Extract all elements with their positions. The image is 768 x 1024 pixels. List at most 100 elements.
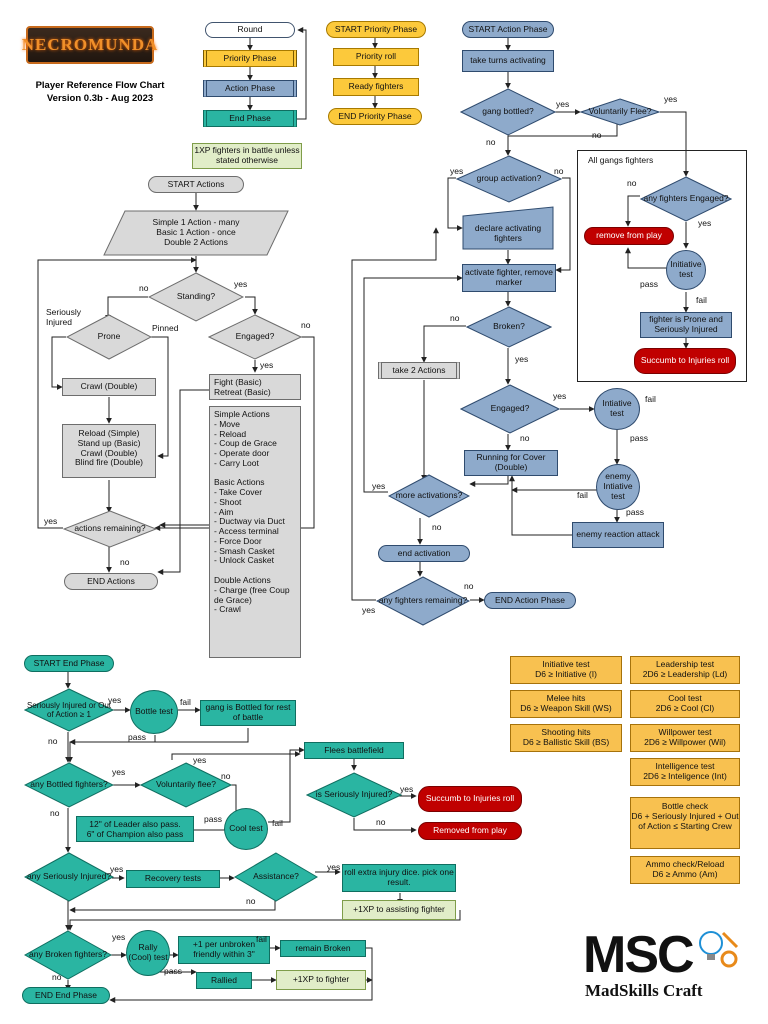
standing-decision: Standing? [148, 272, 244, 322]
action-list: Simple Actions - Move - Reload - Coup de… [209, 406, 301, 658]
label-flee-yes: yes [664, 94, 678, 104]
any-fighters-engaged-decision: any fighters Engaged? [640, 176, 732, 222]
label-init-pass: pass [630, 433, 648, 443]
enemy-initiative-test-circle: enemy Intiative test [596, 464, 640, 510]
start-actions: START Actions [148, 176, 244, 193]
any-bottled-decision: any Bottled fighters? [24, 762, 114, 808]
assistance-decision: Assistance? [234, 852, 318, 902]
label-cool-fail: fail [272, 818, 283, 828]
label-gangs-engaged-yes: yes [698, 218, 712, 228]
xp-assisting-fighter: +1XP to assisting fighter [342, 900, 456, 920]
label-more-yes: yes [372, 481, 386, 491]
start-action-phase: START Action Phase [462, 21, 554, 38]
action-allowance: Simple 1 Action - many Basic 1 Action - … [103, 210, 289, 256]
label-remaining-yes: yes [44, 516, 58, 526]
label-broken-end-yes: yes [112, 932, 126, 942]
label-broken-end-no: no [52, 972, 62, 982]
end-activation: end activation [378, 545, 470, 562]
label-bottle-pass: pass [128, 732, 146, 742]
label-enemy-fail: fail [577, 490, 588, 500]
any-broken-decision: any Broken fighters? [24, 930, 112, 980]
label-remaining-no: no [120, 557, 130, 567]
activate-fighter: activate fighter, remove marker [462, 264, 556, 292]
initiative-test-gangs: Initiative test [666, 250, 706, 290]
label-bottled-yes: yes [556, 99, 570, 109]
group-activation-decision: group activation? [456, 155, 562, 203]
madskills-craft-logo: MSC MadSkills Craft [583, 925, 753, 1015]
ready-fighters: Ready fighters [333, 78, 419, 96]
prone-seriously-injured: fighter is Prone and Seriously Injured [640, 312, 732, 338]
label-gangs-init-pass: pass [640, 279, 658, 289]
end-priority-phase: END Priority Phase [328, 108, 422, 125]
prone-decision: Prone [66, 314, 152, 360]
chart-title: Player Reference Flow Chart [35, 80, 165, 91]
seriously-injured-label: Seriously Injured [46, 307, 81, 327]
label-bottle-fail: fail [180, 697, 191, 707]
remain-broken: remain Broken [280, 940, 366, 957]
voluntarily-flee-end-decision: Voluntarily flee? [140, 762, 232, 808]
label-any-si-yes: yes [110, 864, 124, 874]
any-fighters-remaining-decision: any fighters remaining? [376, 576, 470, 626]
action-phase-node: Action Phase [203, 80, 297, 97]
recovery-tests: Recovery tests [126, 870, 220, 888]
label-gangs-engaged-no: no [627, 178, 637, 188]
crawl-double: Crawl (Double) [62, 378, 156, 396]
label-volflee-yes: yes [193, 755, 207, 765]
label-rally-fail: fail [256, 934, 267, 944]
end-actions: END Actions [64, 573, 158, 590]
label-engaged2-no: no [520, 433, 530, 443]
engaged-decision-phase: Engaged? [460, 384, 560, 434]
initiative-test-circle: Intiative test [594, 388, 640, 430]
end-phase-node: End Phase [203, 110, 297, 127]
label-remaining2-no: no [464, 581, 474, 591]
label-gangs-init-fail: fail [696, 295, 707, 305]
cool-test-circle: Cool test [224, 808, 268, 850]
label-init-fail: fail [645, 394, 656, 404]
prone-actions: Reload (Simple) Stand up (Basic) Crawl (… [62, 424, 156, 478]
roll-extra-injury-dice: roll extra injury dice. pick one result. [342, 864, 456, 892]
fight-retreat: Fight (Basic) Retreat (Basic) [209, 374, 301, 400]
start-priority-phase: START Priority Phase [326, 21, 426, 38]
label-engaged-yes: yes [260, 360, 274, 370]
label-more-no: no [432, 522, 442, 532]
running-for-cover: Running for Cover (Double) [464, 450, 558, 476]
plus-one-unbroken-friendly: +1 per unbroken friendly within 3" [178, 936, 270, 964]
engaged-decision-actions: Engaged? [208, 314, 302, 360]
label-broken-no: no [450, 313, 460, 323]
label-si-yes: yes [108, 695, 122, 705]
succumb-to-injuries-gangs: Succumb to Injuries roll [634, 348, 736, 374]
label-is-si-yes: yes [400, 784, 414, 794]
start-end-phase: START End Phase [24, 655, 114, 672]
voluntarily-flee-decision: Voluntarily Flee? [580, 98, 660, 126]
label-si-no: no [48, 736, 58, 746]
label-group-no: no [554, 166, 564, 176]
all-gangs-frame [577, 150, 747, 382]
label-assist-yes: yes [327, 862, 341, 872]
label-volflee-no: no [221, 771, 231, 781]
lightbulb-gear-icon [699, 931, 739, 968]
chart-version: Version 0.3b - Aug 2023 [46, 93, 154, 104]
label-broken-yes: yes [515, 354, 529, 364]
label-engaged-no: no [301, 320, 311, 330]
pinned-label: Pinned [152, 323, 179, 333]
is-seriously-injured-decision: is Seriously Injured? [306, 772, 402, 818]
succumb-to-injuries-end: Succumb to Injuries roll [418, 786, 522, 812]
priority-phase-node: Priority Phase [203, 50, 297, 67]
gang-bottled-decision: gang bottled? [460, 88, 556, 136]
label-engaged2-yes: yes [553, 391, 567, 401]
label-cool-pass: pass [204, 814, 222, 824]
rally-test-circle: Rally (Cool) test [126, 930, 170, 976]
label-rally-pass: pass [164, 966, 182, 976]
label-flee-no: no [592, 130, 602, 140]
declare-activating-fighters: declare activating fighters [462, 206, 554, 250]
